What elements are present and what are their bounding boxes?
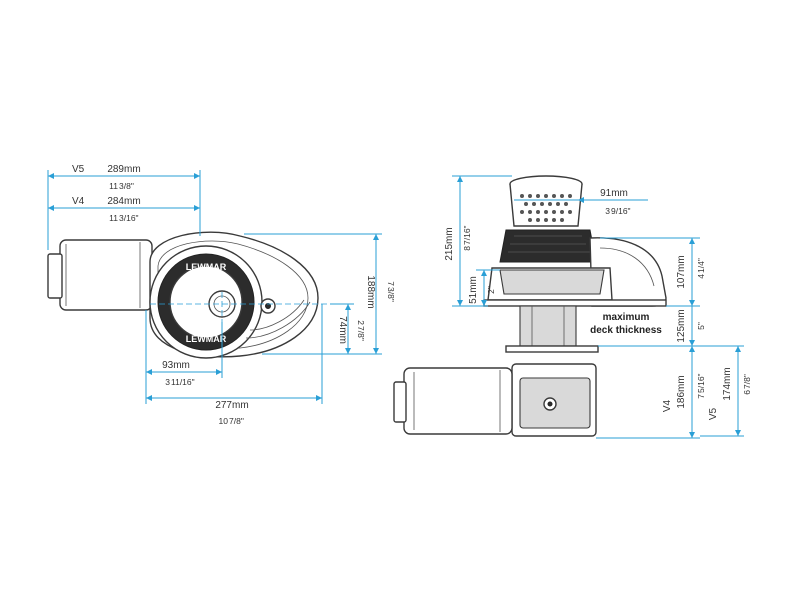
v5-below-arrow-bottom <box>735 430 741 436</box>
offset-in-frac: 11/16" <box>171 377 195 387</box>
v4-below-label: V4 <box>662 399 673 412</box>
under-motor <box>403 367 513 435</box>
v5-width-in: 11 <box>109 181 118 191</box>
height-mm: 188mm <box>365 275 376 308</box>
gypsy-drum <box>509 183 583 227</box>
length-arrow-right <box>316 395 322 401</box>
above-deck-mm: 107mm <box>676 255 687 288</box>
v5-below-in-frac: 7/8" <box>742 374 752 389</box>
gypsy-dia-mm: 91mm <box>600 188 628 199</box>
length-in-frac: 7/8" <box>229 416 244 426</box>
above-deck-in: 4 <box>696 274 706 279</box>
v5-width-in-frac: 3/8" <box>119 181 134 191</box>
length-mm: 277mm <box>215 400 248 411</box>
motor-body <box>59 239 153 311</box>
above-deck-in-frac: 1/4" <box>696 258 706 273</box>
base-height-in: 2" <box>486 286 496 294</box>
deck-in: 5" <box>696 322 706 330</box>
deck-note-line1: maximum <box>603 312 650 323</box>
gypsy-dia-in: 3 <box>605 206 610 216</box>
housing-curve <box>599 247 655 287</box>
base-height-mm: 51mm <box>468 276 479 304</box>
offset-arrow-right <box>216 369 222 375</box>
motor-end-cap <box>47 253 63 299</box>
length-in: 10 <box>219 416 229 426</box>
above-deck-arrow-top <box>689 238 695 244</box>
v5-below-in: 6 <box>742 390 752 395</box>
offset-mm: 93mm <box>162 360 190 371</box>
base-height-arrow-bottom <box>481 300 487 306</box>
v4-below-arrow-top <box>689 346 695 352</box>
total-height-mm: 215mm <box>444 227 455 260</box>
total-height-arrow-bottom <box>457 300 463 306</box>
cover-logo-bottom: LEWMAR <box>186 334 227 344</box>
total-height-arrow-top <box>457 176 463 182</box>
offset-arrow-left <box>146 369 152 375</box>
v5-below-mm: 174mm <box>722 367 733 400</box>
center-height-in-frac: 7/8" <box>356 326 366 341</box>
v5-below-label: V5 <box>708 407 719 420</box>
v4-width-in-frac: 3/16" <box>119 213 139 223</box>
length-arrow-left <box>146 395 152 401</box>
v5-arrow-right <box>194 173 200 179</box>
v4-below-arrow-bottom <box>689 432 695 438</box>
v4-below-in-frac: 5/16" <box>696 373 706 393</box>
v5-label: V5 <box>72 164 85 175</box>
v4-arrow-left <box>48 205 54 211</box>
gypsy-dot-pattern <box>520 194 572 222</box>
v4-width-mm: 284mm <box>107 196 140 207</box>
under-deck-plate <box>505 345 599 353</box>
v4-below-in: 7 <box>696 394 706 399</box>
center-height-arrow-bottom <box>345 348 351 354</box>
left-view: LEWMAR LEWMAR V5 289mm 11 3/8" V4 284mm … <box>47 164 396 426</box>
total-height-in: 8 <box>462 246 472 251</box>
above-deck-arrow-bottom <box>689 300 695 306</box>
under-motor-end <box>393 381 407 423</box>
v4-label: V4 <box>72 196 85 207</box>
v5-arrow-left <box>48 173 54 179</box>
center-height-mm: 74mm <box>337 316 348 344</box>
center-height-in: 2 <box>356 320 366 325</box>
total-height-in-frac: 7/16" <box>462 225 472 245</box>
cover-logo-top: LEWMAR <box>186 262 227 272</box>
height-in: 7 <box>386 281 396 286</box>
housing-rib <box>249 299 305 331</box>
v5-width-mm: 289mm <box>107 164 140 175</box>
v4-width-in: 11 <box>109 213 118 223</box>
height-in-frac: 3/8" <box>386 287 396 302</box>
boss-center <box>265 303 271 309</box>
deck-plate <box>483 299 667 307</box>
housing-rib-2 <box>245 301 311 339</box>
right-view: 215mm 8 7/16" 91mm 3 9/16" 51mm 2" 107mm… <box>393 175 752 439</box>
v5-below-arrow-top <box>735 346 741 352</box>
deck-note-line2: deck thickness <box>590 325 662 336</box>
gypsy-wheel-lines <box>508 235 590 253</box>
gypsy-dia-in-frac: 9/16" <box>611 206 631 216</box>
height-arrow-bottom <box>373 348 379 354</box>
height-arrow-top <box>373 234 379 240</box>
deck-mm: 125mm <box>676 309 687 342</box>
v4-arrow-right <box>194 205 200 211</box>
gypsy-wheel <box>499 229 597 263</box>
gearbox-bolt-center <box>547 401 553 407</box>
deck-arrow-bottom <box>689 340 695 346</box>
base-height-arrow-top <box>481 270 487 276</box>
v4-below-mm: 186mm <box>676 375 687 408</box>
spindle-tube <box>519 305 577 347</box>
offset-in: 3 <box>165 377 170 387</box>
center-height-arrow-top <box>345 304 351 310</box>
cover-inner <box>169 265 243 339</box>
base-stripper <box>499 269 605 295</box>
gypsy-dia-arrow <box>578 197 584 203</box>
